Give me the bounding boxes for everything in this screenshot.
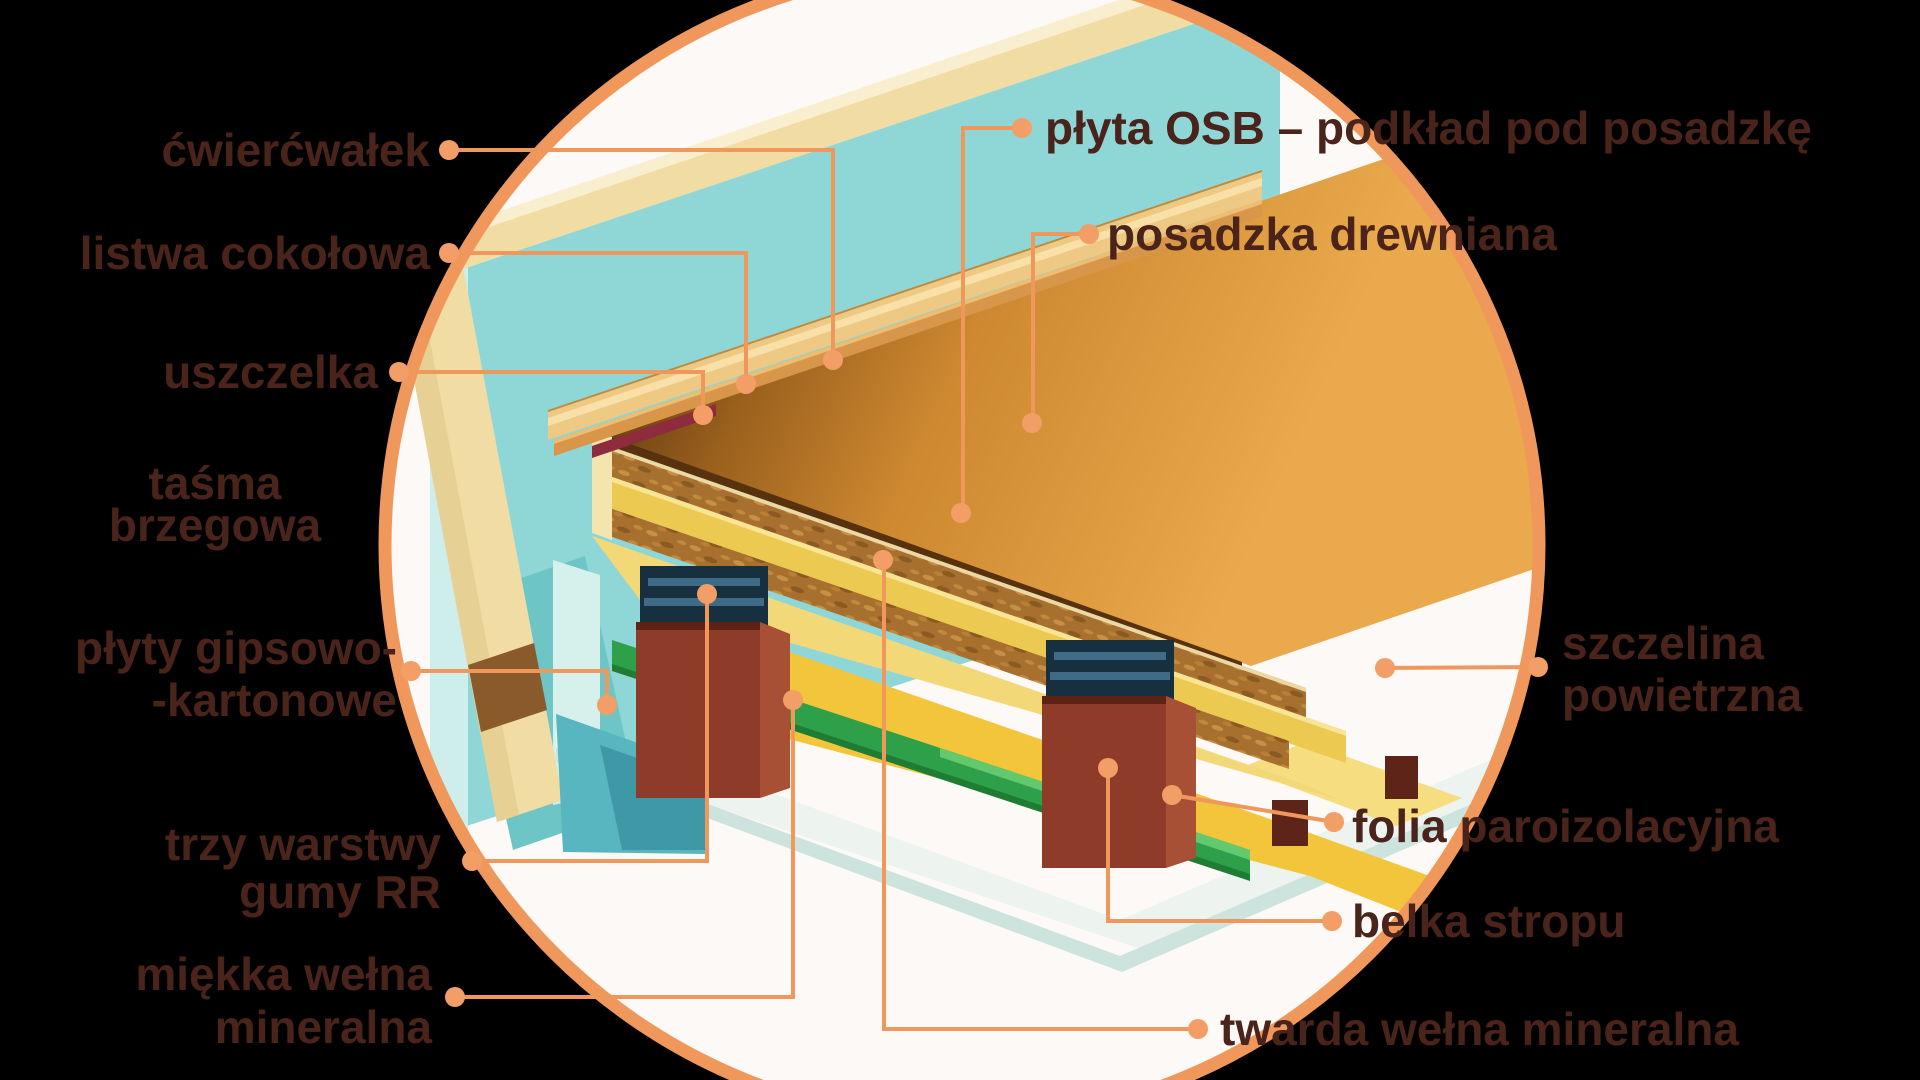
wall-top-band	[430, 0, 1280, 280]
dot-label-folia	[1324, 812, 1344, 832]
leader-plyta-osb	[961, 126, 1022, 513]
label-twarda: twarda wełna mineralna	[1220, 1003, 1739, 1055]
dot-label-posadzka	[1079, 224, 1099, 244]
label-plyta-osb: płyta OSB – podkład pod posadzkę	[1045, 102, 1812, 154]
ceiling-slab-top	[556, 714, 1490, 952]
label-szczelina-line1: szczelina	[1562, 617, 1764, 669]
leader-cwiercwalek	[449, 148, 835, 363]
beam-front	[1042, 696, 1166, 868]
dot-label-listwa	[439, 243, 459, 263]
leader-szczelina	[1384, 665, 1539, 670]
leader-listwa-cokolowa	[449, 251, 748, 386]
label-gumy-rr-line2: gumy RR	[239, 866, 441, 918]
leader-dots	[389, 118, 1548, 1039]
label-cwiercwalek: ćwierćwałek	[161, 124, 430, 176]
leader-twarda-welna	[882, 560, 1198, 1031]
beam-right	[1042, 640, 1196, 868]
circle-border	[378, 0, 1546, 1080]
leader-miekka-welna	[455, 700, 795, 999]
leader-lines	[399, 126, 1539, 1031]
label-folia: folia paroizolacyjna	[1352, 800, 1779, 852]
quarter-round-highlight	[554, 200, 1262, 444]
dot-target-folia	[1162, 785, 1182, 805]
leader-belka	[1106, 770, 1332, 923]
dot-label-twarda	[1188, 1019, 1208, 1039]
gasket	[592, 404, 716, 458]
label-plyty-line2: -kartonowe	[152, 674, 397, 726]
label-tasma-brzegowa-line2: brzegowa	[109, 499, 322, 551]
dot-target-belka	[1098, 758, 1118, 778]
rubber-pad-stripe	[1054, 652, 1166, 660]
dot-label-belka	[1322, 911, 1342, 931]
dot-label-cwiercwalek	[439, 140, 459, 160]
beam-stub	[1385, 756, 1418, 799]
label-miekka-line1: miękka wełna	[135, 948, 432, 1000]
rubber-pad-stripe	[1050, 672, 1170, 680]
labels: ćwierćwałek listwa cokołowa uszczelka ta…	[75, 102, 1812, 1055]
beam-stub	[1272, 800, 1308, 846]
ceiling-slab-edge	[556, 748, 1490, 972]
edge-tape	[592, 430, 612, 540]
dot-target-szczelina	[1375, 658, 1395, 678]
beam-front	[636, 622, 760, 798]
label-miekka-line2: mineralna	[215, 1001, 433, 1053]
osb-top-sliver	[592, 440, 1306, 692]
label-listwa-cokolowa: listwa cokołowa	[80, 227, 431, 279]
dot-target-miekka	[783, 690, 803, 710]
wall-top-highlight	[430, 0, 1280, 247]
dot-label-gumy-rr	[462, 851, 482, 871]
dot-target-cwiercwalek	[823, 350, 843, 370]
leader-folia	[1171, 793, 1335, 824]
dot-target-plyty	[597, 695, 617, 715]
dot-label-szczelina	[1528, 657, 1548, 677]
beam-left	[636, 566, 790, 798]
dot-target-osb	[951, 503, 971, 523]
soft-wool-top	[1240, 742, 1462, 826]
beam-side	[760, 622, 790, 798]
leader-posadzka	[1031, 232, 1089, 423]
dot-label-uszczelka	[389, 362, 409, 382]
beam-top-edge	[1042, 696, 1166, 704]
dot-label-plyty	[401, 661, 421, 681]
label-gumy-rr-line1: trzy warstwy	[165, 818, 442, 870]
beam-side	[1166, 696, 1196, 868]
label-plyty-line1: płyty gipsowo-	[75, 622, 397, 674]
label-tasma-brzegowa-line1: taśma	[149, 457, 282, 509]
leader-trzy-warstwy-gumy-rr	[472, 592, 709, 863]
beam-top-edge	[636, 622, 760, 630]
dot-target-uszczelka	[693, 405, 713, 425]
floor-surface	[592, 137, 1539, 666]
dot-target-twarda	[873, 550, 893, 570]
dot-label-osb	[1012, 118, 1032, 138]
dot-target-posadzka	[1022, 413, 1042, 433]
label-belka: belka stropu	[1352, 895, 1626, 947]
leader-uszczelka	[399, 370, 705, 417]
label-szczelina-line2: powietrzna	[1562, 669, 1803, 721]
dot-target-gumy-rr	[697, 584, 717, 604]
wall-bottom-plate	[468, 643, 547, 732]
dot-label-miekka	[445, 987, 465, 1007]
label-uszczelka: uszczelka	[163, 346, 378, 398]
rubber-pad-stripe	[648, 578, 760, 586]
label-posadzka: posadzka drewniana	[1107, 208, 1557, 260]
dot-target-listwa	[736, 374, 756, 394]
